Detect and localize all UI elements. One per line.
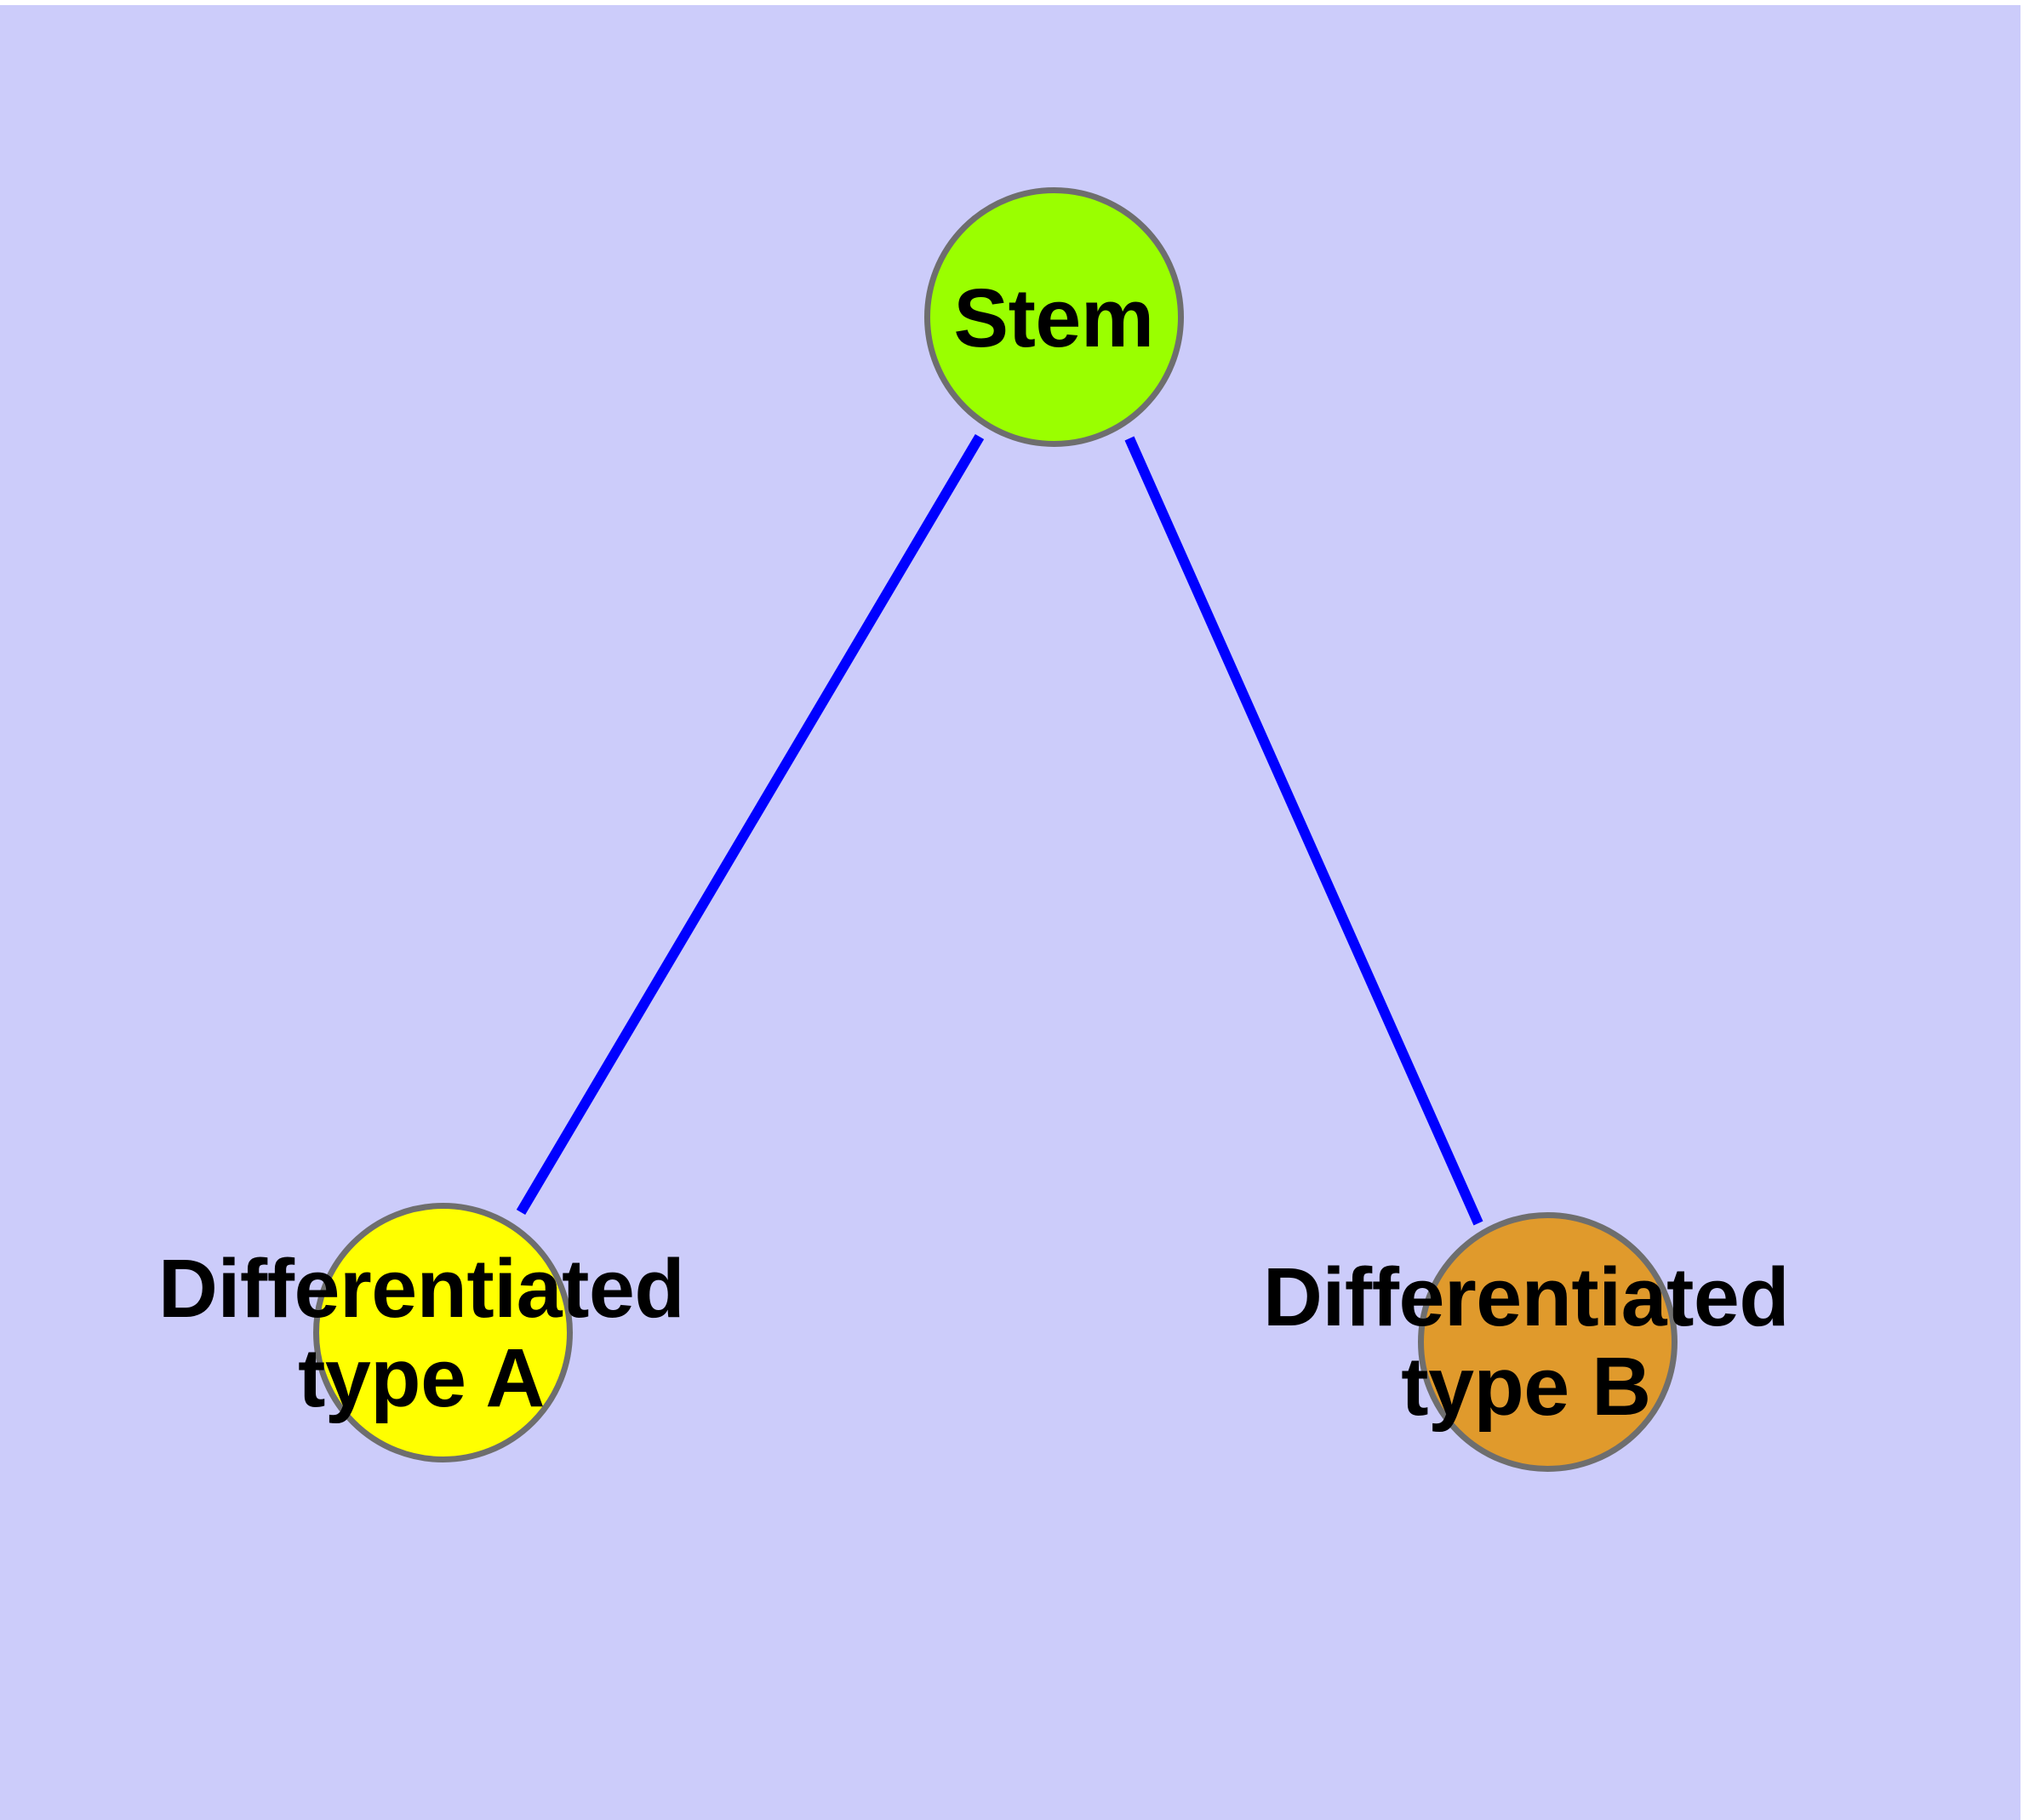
node-stem[interactable] bbox=[924, 187, 1184, 447]
node-differentiated-type-a[interactable] bbox=[313, 1203, 573, 1462]
edge-stem-to-diff-b bbox=[1124, 436, 1483, 1226]
node-differentiated-type-b[interactable] bbox=[1418, 1212, 1677, 1472]
node-label-differentiated-type-b: Differentiated type B bbox=[1262, 1251, 1790, 1433]
node-label-differentiated-type-a: Differentiated type A bbox=[157, 1242, 685, 1424]
edge-stem-to-diff-a bbox=[516, 433, 985, 1216]
node-label-stem: Stem bbox=[953, 272, 1154, 364]
